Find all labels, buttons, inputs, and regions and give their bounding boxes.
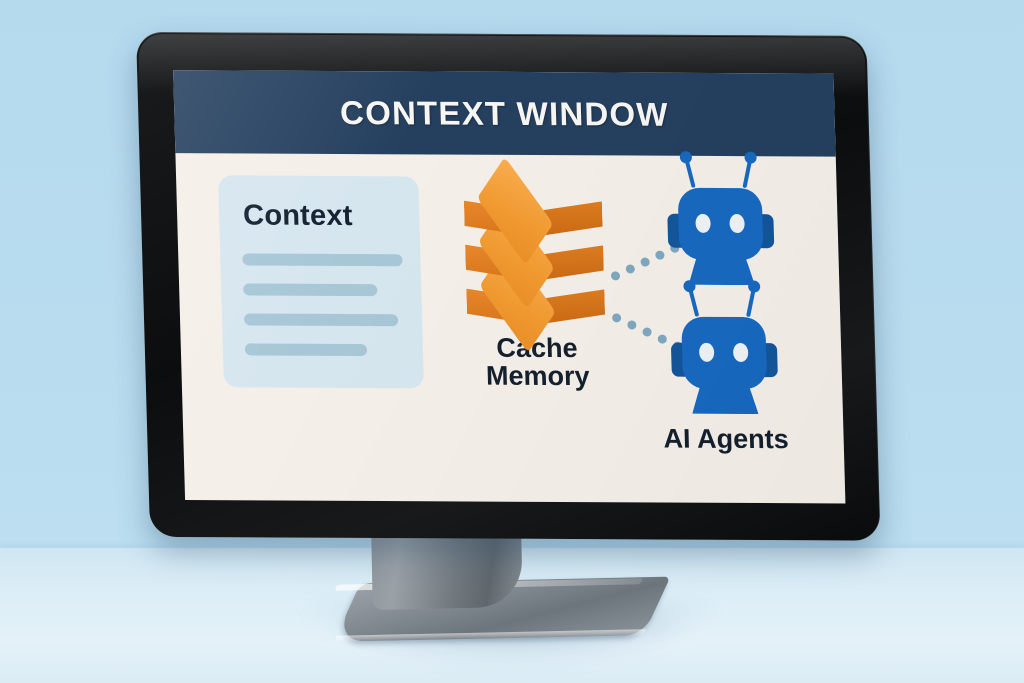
robot-antenna-right: [741, 160, 752, 189]
context-placeholder-line: [242, 253, 403, 267]
screen: CONTEXT WINDOW Context: [173, 70, 846, 504]
context-placeholder-line: [243, 313, 398, 327]
robot-icon: [657, 287, 791, 413]
robot-head: [680, 316, 767, 390]
stacked-layers-icon: [457, 156, 611, 353]
robot-icon: [653, 158, 787, 284]
robot-head: [677, 187, 764, 261]
context-card[interactable]: Context: [218, 175, 425, 389]
context-card-title: Context: [242, 199, 354, 233]
screen-header: CONTEXT WINDOW: [173, 70, 836, 157]
robot-antenna-left: [684, 159, 696, 188]
robot-eye-left: [694, 213, 711, 233]
robot-antenna-right: [745, 288, 756, 318]
robot-antenna-left: [687, 288, 699, 317]
monitor: CONTEXT WINDOW Context: [136, 32, 881, 541]
robot-eye-right: [732, 342, 748, 363]
robot-body: [688, 255, 755, 285]
robot-eye-left: [698, 342, 714, 362]
cache-layer: [457, 156, 609, 265]
context-placeholder-lines: [242, 253, 405, 374]
robot-eye-right: [728, 214, 745, 234]
ai-agents-label: AI Agents: [663, 423, 790, 455]
context-placeholder-line: [243, 283, 378, 297]
cache-label-line2: Memory: [485, 360, 590, 392]
cache-memory-group[interactable]: Cache Memory: [452, 156, 619, 392]
cache-memory-label: Cache Memory: [457, 333, 619, 392]
context-placeholder-line: [244, 343, 367, 357]
ai-agents-group[interactable]: AI Agents: [631, 158, 814, 456]
robot-body: [692, 384, 759, 414]
screen-body: Context: [175, 153, 845, 503]
page-title: CONTEXT WINDOW: [339, 93, 670, 133]
